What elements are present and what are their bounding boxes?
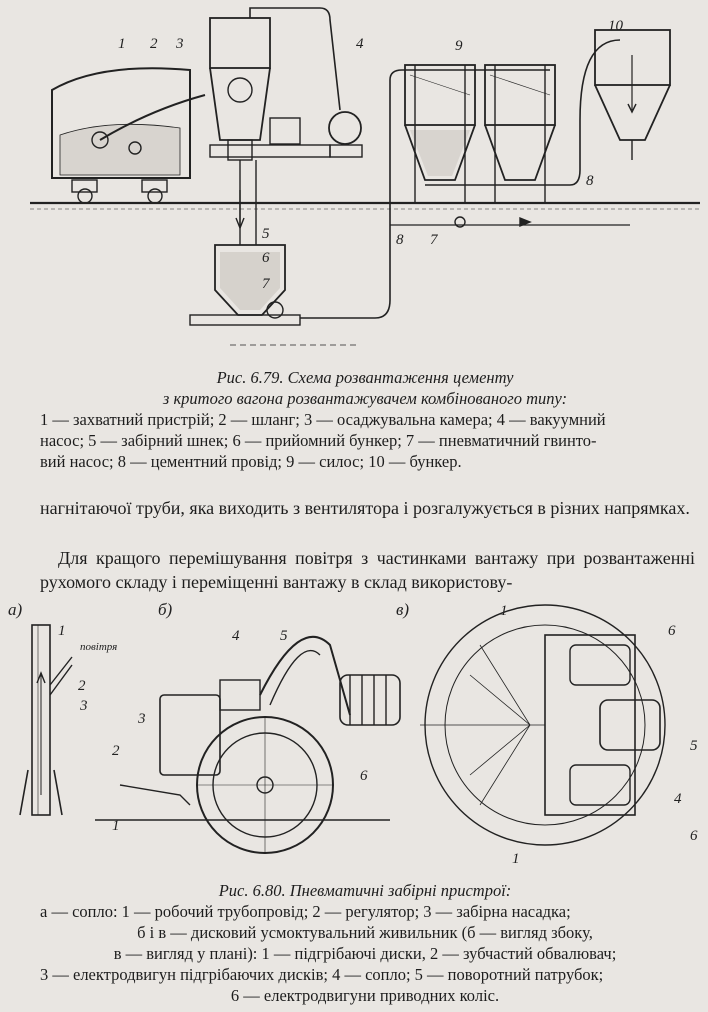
label-4: 4: [356, 36, 364, 52]
v-label-1b: 1: [512, 851, 520, 867]
v-label-6a: 6: [668, 623, 676, 639]
figure-680-legend-3: в — вигляд у плані): 1 — підгрібаючі дис…: [113, 944, 617, 963]
figure-680-legend-4: 3 — електродвигун підгрібаючих дисків; 4…: [40, 965, 604, 984]
figure-679-diagram: [30, 0, 700, 360]
b-label-3: 3: [137, 711, 146, 727]
figure-679-title-2: з критого вагона розвантажувачем комбіно…: [162, 389, 568, 408]
label-9: 9: [455, 38, 463, 54]
label-3: 3: [175, 36, 184, 52]
v-label-1: 1: [500, 603, 508, 619]
label-8: 8: [586, 173, 594, 189]
figure-680-labels: а) б) в) повітря 1 2 3 1 2 3 4 5 6 1 6 5…: [8, 600, 698, 867]
figure-679-labels: 1 2 3 4 5 6 7 8 9 10 8 7: [118, 18, 624, 292]
body-paragraph-2: Для кращого перемішування повітря з част…: [40, 546, 695, 594]
figure-679-title-1: Рис. 6.79. Схема розвантаження цементу: [216, 368, 514, 387]
figure-679-caption: Рис. 6.79. Схема розвантаження цементу з…: [40, 367, 690, 472]
label-10: 10: [608, 18, 624, 34]
v-label-5: 5: [690, 738, 698, 754]
air-label: повітря: [80, 641, 117, 653]
b-label-5: 5: [280, 628, 288, 644]
subfigure-v-label: в): [396, 600, 409, 619]
a-label-1: 1: [58, 623, 66, 639]
subfigure-b-label: б): [158, 600, 173, 619]
label-8b: 8: [396, 232, 404, 248]
b-label-1: 1: [112, 818, 120, 834]
figure-680-title: Рис. 6.80. Пневматичні забірні пристрої:: [218, 881, 512, 900]
label-5: 5: [262, 226, 270, 242]
label-6: 6: [262, 250, 270, 266]
a-label-2: 2: [78, 678, 86, 694]
para-2-text: Для кращого перемішування повітря з част…: [40, 548, 695, 592]
label-7: 7: [262, 276, 271, 292]
v-label-6b: 6: [690, 828, 698, 844]
v-label-4: 4: [674, 791, 682, 807]
figure-679-legend-1: 1 — захватний пристрій; 2 — шланг; 3 — о…: [40, 410, 606, 429]
para-1-text: нагнітаючої труби, яка виходить з вентил…: [40, 498, 690, 518]
figure-680-legend-5: 6 — електродвигуни приводних коліс.: [230, 986, 500, 1005]
figure-680-legend-1: а — сопло: 1 — робочий трубопровід; 2 — …: [40, 902, 571, 921]
b-label-2: 2: [112, 743, 120, 759]
body-paragraph-1: нагнітаючої труби, яка виходить з вентил…: [40, 496, 695, 520]
figure-680-caption: Рис. 6.80. Пневматичні забірні пристрої:…: [40, 880, 690, 1006]
a-label-3: 3: [79, 698, 88, 714]
figure-680-diagram: [0, 595, 708, 875]
b-label-6: 6: [360, 768, 368, 784]
figure-679-legend-2: насос; 5 — забірний шнек; 6 — прийомний …: [40, 431, 597, 450]
subfigure-a-label: а): [8, 600, 23, 619]
figure-680-legend-2: б і в — дисковий усмоктувальний живильни…: [137, 923, 593, 942]
b-label-4: 4: [232, 628, 240, 644]
figure-679-legend-3: вий насос; 8 — цементний провід; 9 — сил…: [40, 452, 462, 471]
label-1: 1: [118, 36, 126, 52]
label-2: 2: [150, 36, 158, 52]
label-7b: 7: [430, 232, 439, 248]
